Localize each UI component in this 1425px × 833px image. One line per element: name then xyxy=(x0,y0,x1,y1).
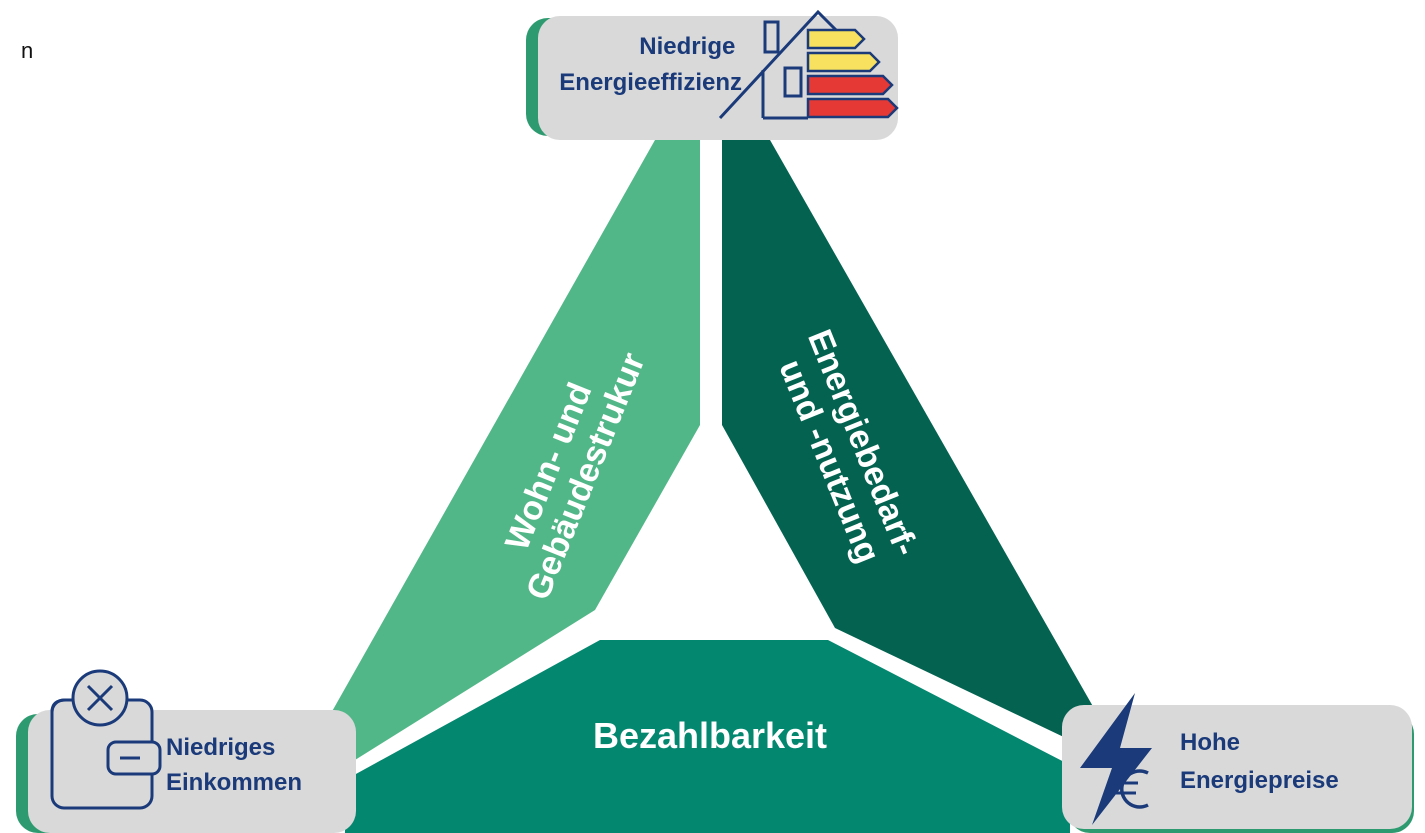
corner-box-left: Niedriges Einkommen xyxy=(16,669,356,833)
segment-bottom xyxy=(345,640,1070,833)
segment-bottom-label: Bezahlbarkeit xyxy=(593,715,827,756)
stray-character: n xyxy=(21,38,34,63)
corner-left-label: Niedriges Einkommen xyxy=(166,734,302,796)
wallet-x-icon xyxy=(50,669,162,810)
corner-box-right: Hohe Energiepreise xyxy=(1062,693,1414,833)
lightning-euro-icon xyxy=(1080,693,1152,825)
house-energy-label-icon xyxy=(718,9,899,120)
corner-right-label: Hohe Energiepreise xyxy=(1180,729,1339,794)
segment-left xyxy=(330,140,700,760)
segment-right xyxy=(722,140,1095,740)
corner-top-label: Niedrige Energieeffizienz xyxy=(559,33,742,96)
corner-box-top: Niedrige Energieeffizienz xyxy=(526,9,899,140)
